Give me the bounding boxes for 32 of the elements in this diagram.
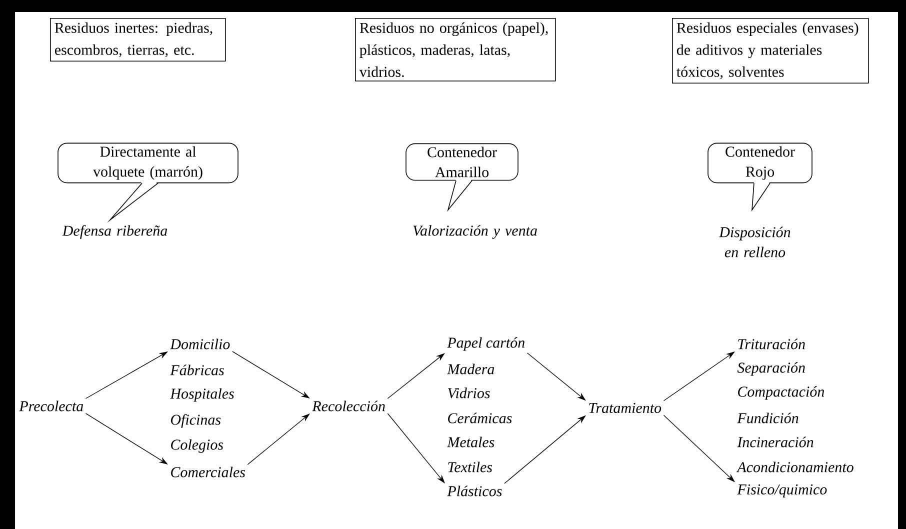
flow-text: Tratamiento — [589, 402, 662, 414]
flow-text: Oficinas — [170, 414, 221, 428]
flow-text: Compactación — [738, 386, 824, 400]
flow-text: Comerciales — [171, 466, 246, 478]
text-box: Residuos no orgánicos (papel), plásticos, maderas, latas, vidrios. — [355, 18, 556, 82]
speech-bubble: Contenedor Amarillo — [406, 143, 518, 212]
flow-text: Cerámicas — [448, 412, 512, 424]
flow-text: Recolección — [312, 400, 385, 412]
flow-text: Vidrios — [448, 388, 490, 398]
flow-text: Plásticos — [447, 486, 502, 496]
flow-text: Precolecta — [19, 400, 84, 412]
flow-text: Colegios — [171, 439, 224, 453]
caption-text: Disposición en relleno — [719, 226, 790, 258]
caption-text: Defensa ribereña — [62, 225, 168, 239]
text-box: Residuos inertes: piedras, escombros, tierras, etc. — [50, 18, 226, 62]
flow-text: Fundición — [737, 412, 798, 424]
flow-text: Metales — [447, 436, 494, 448]
flow-text: Separación — [737, 362, 805, 376]
flow-text: Trituración — [738, 338, 805, 350]
flow-text: Textiles — [448, 462, 492, 472]
flow-text: Fisico/quimico — [737, 484, 827, 498]
flow-text: Acondicionamiento — [736, 462, 854, 472]
flow-text: Domicilio — [170, 338, 230, 350]
speech-bubble: Contenedor Rojo — [708, 142, 812, 212]
flow-text: Papel cartón — [447, 337, 524, 351]
speech-bubble: Directamente al volquete (marrón) — [58, 142, 238, 223]
flow-text: Incineración — [737, 436, 814, 448]
caption-text: Valorización y venta — [413, 225, 537, 239]
flow-text: Fábricas — [170, 364, 224, 376]
flow-text: Hospitales — [170, 388, 234, 402]
flow-text: Madera — [447, 364, 494, 374]
text-box: Residuos especiales (envases) de aditivos y materiales tóxicos, solventes — [672, 18, 869, 84]
